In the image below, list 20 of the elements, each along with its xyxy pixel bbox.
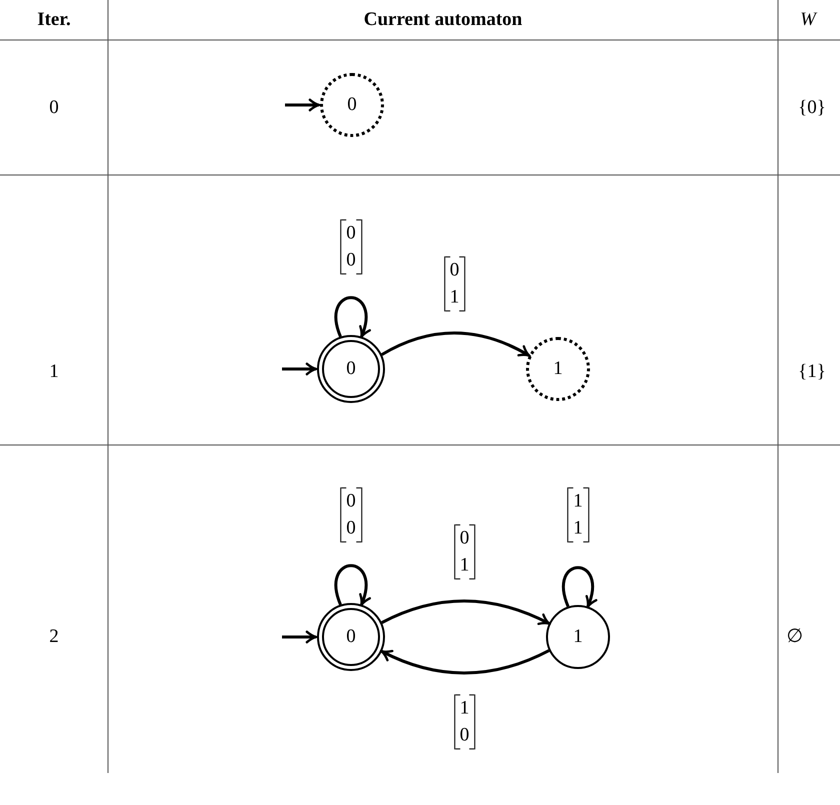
- edge-label: 1 0: [454, 694, 476, 750]
- column-header: W: [800, 9, 816, 31]
- set-value: ∅: [786, 626, 804, 648]
- accepting-state-circle: 0: [317, 335, 385, 403]
- dotted-state-circle: 0: [320, 73, 384, 137]
- edge-label: 1 1: [567, 487, 589, 543]
- iteration-number: 1: [49, 361, 59, 383]
- dotted-state-circle: 1: [526, 337, 590, 401]
- iteration-number: 0: [49, 97, 59, 119]
- column-header: Current automaton: [364, 9, 522, 31]
- iteration-number: 2: [49, 626, 59, 648]
- state-circle: 1: [546, 605, 610, 669]
- set-value: {1}: [798, 361, 826, 383]
- edge-label: 0 1: [454, 524, 476, 580]
- edge-label: 0 0: [340, 219, 362, 275]
- edge-label: 0 1: [444, 256, 466, 312]
- accepting-state-circle: 0: [317, 603, 385, 671]
- set-value: {0}: [798, 97, 826, 119]
- column-header: Iter.: [37, 9, 71, 31]
- edge-label: 0 0: [340, 487, 362, 543]
